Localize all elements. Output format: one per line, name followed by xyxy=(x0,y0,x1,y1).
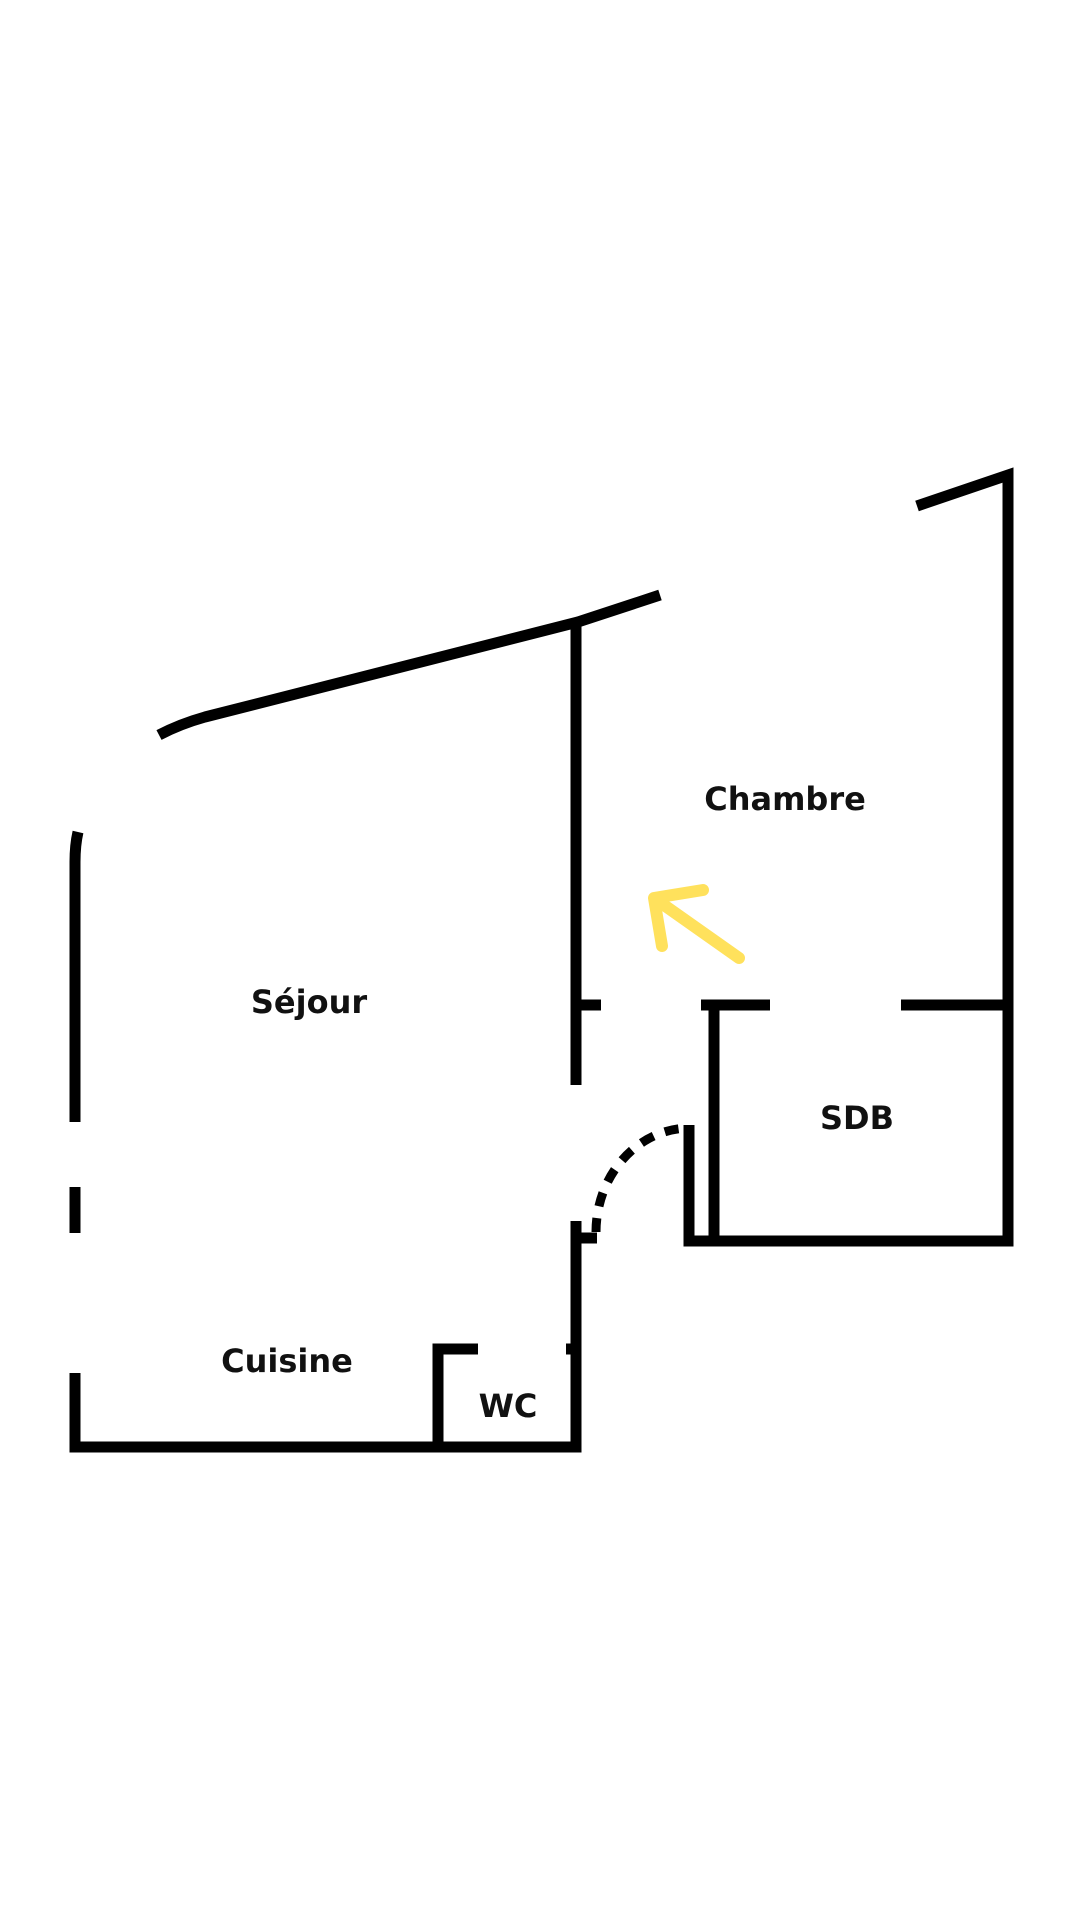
wall-wc xyxy=(432,1343,478,1447)
wall-chambre-right xyxy=(683,467,1014,1247)
entry-door-swing xyxy=(591,1123,691,1233)
room-label-sdb: SDB xyxy=(820,1099,894,1137)
room-label-wc: WC xyxy=(479,1387,538,1425)
room-label-cuisine: Cuisine xyxy=(221,1342,353,1380)
room-label-sejour: Séjour xyxy=(251,983,367,1021)
walls xyxy=(69,467,1014,1453)
wall-top-sejour xyxy=(156,589,662,740)
arrow-up-left-icon xyxy=(648,884,745,964)
wall-left-upper xyxy=(69,830,84,1122)
wall-bottom xyxy=(69,1221,582,1453)
room-label-chambre: Chambre xyxy=(704,780,866,818)
